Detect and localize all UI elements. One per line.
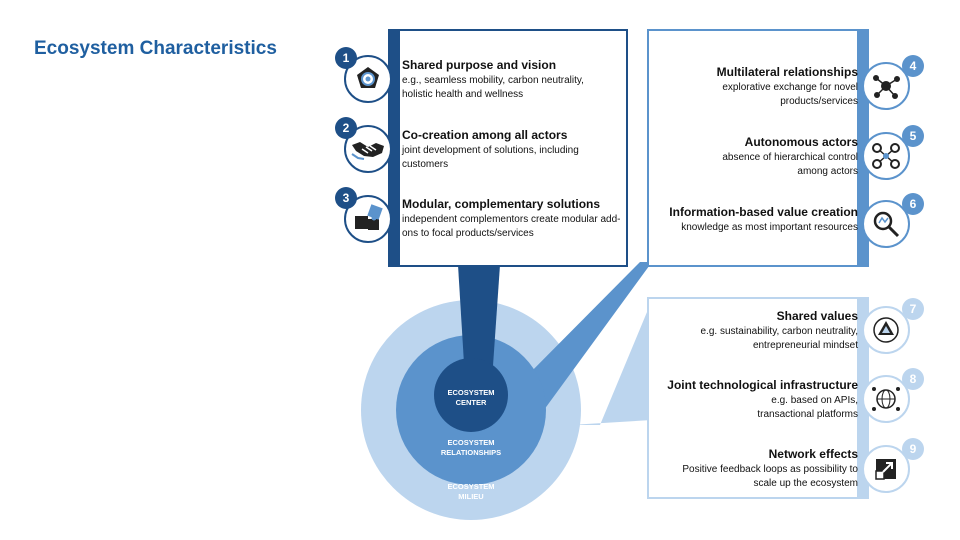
characteristic-6-heading: Information-based value creation — [669, 205, 858, 219]
characteristic-9-desc: Positive feedback loops as possibility t… — [682, 464, 858, 489]
characteristic-7: Shared values e.g. sustainability, carbo… — [650, 309, 859, 353]
center-panel — [388, 29, 628, 267]
center-label: ECOSYSTEM CENTER — [447, 388, 495, 407]
network-nodes-icon — [862, 62, 910, 110]
characteristic-5-desc: absence of hierarchical control among ac… — [722, 152, 858, 177]
relationships-connector — [515, 262, 652, 414]
characteristic-9: Network effects Positive feedback loops … — [650, 447, 858, 491]
characteristic-5-heading: Autonomous actors — [744, 135, 858, 149]
milieu-connector — [570, 300, 652, 425]
characteristic-3: Modular, complementary solutions indepen… — [402, 197, 627, 241]
number-badge-6: 6 — [902, 193, 924, 215]
characteristic-8-desc: e.g. based on APIs, transactional platfo… — [757, 395, 858, 420]
characteristic-3-heading: Modular, complementary solutions — [402, 197, 601, 211]
globe-network-icon — [862, 375, 910, 423]
number-badge-2: 2 — [335, 117, 357, 139]
characteristic-2-desc: joint development of solutions, includin… — [402, 145, 579, 170]
recycle-icon — [862, 306, 910, 354]
actors-hub-icon — [862, 132, 910, 180]
characteristic-6: Information-based value creation knowled… — [650, 205, 858, 235]
characteristic-7-desc: e.g. sustainability, carbon neutrality, … — [700, 326, 859, 351]
number-badge-9: 9 — [902, 438, 924, 460]
characteristic-8: Joint technological infrastructure e.g. … — [650, 378, 858, 422]
characteristic-3-desc: independent complementors create modular… — [402, 214, 621, 239]
relationships-panel — [647, 29, 869, 267]
number-badge-7: 7 — [902, 298, 924, 320]
characteristic-2: Co-creation among all actors joint devel… — [402, 128, 627, 172]
page-title: Ecosystem Characteristics — [34, 38, 277, 59]
number-badge-8: 8 — [902, 368, 924, 390]
characteristic-2-heading: Co-creation among all actors — [402, 128, 568, 142]
number-badge-5: 5 — [902, 125, 924, 147]
relationships-label: ECOSYSTEM RELATIONSHIPS — [440, 438, 502, 457]
characteristic-9-heading: Network effects — [768, 447, 858, 461]
characteristic-4: Multilateral relationships explorative e… — [650, 65, 858, 109]
number-badge-4: 4 — [902, 55, 924, 77]
center-connector — [458, 265, 500, 380]
number-badge-1: 1 — [335, 47, 357, 69]
characteristic-5: Autonomous actors absence of hierarchica… — [650, 135, 858, 179]
number-badge-3: 3 — [335, 187, 357, 209]
characteristic-1: Shared purpose and vision e.g., seamless… — [402, 58, 627, 102]
characteristic-4-heading: Multilateral relationships — [716, 65, 858, 79]
characteristic-8-heading: Joint technological infrastructure — [667, 378, 858, 392]
characteristic-7-heading: Shared values — [776, 309, 858, 323]
characteristic-1-heading: Shared purpose and vision — [402, 58, 557, 72]
characteristic-1-desc: e.g., seamless mobility, carbon neutrali… — [402, 75, 584, 100]
milieu-label: ECOSYSTEM MILIEU — [447, 482, 495, 501]
characteristic-4-desc: explorative exchange for novel products/… — [722, 82, 858, 107]
magnifier-icon — [862, 200, 910, 248]
center-circle — [434, 358, 508, 432]
characteristic-6-desc: knowledge as most important resources — [681, 222, 858, 233]
